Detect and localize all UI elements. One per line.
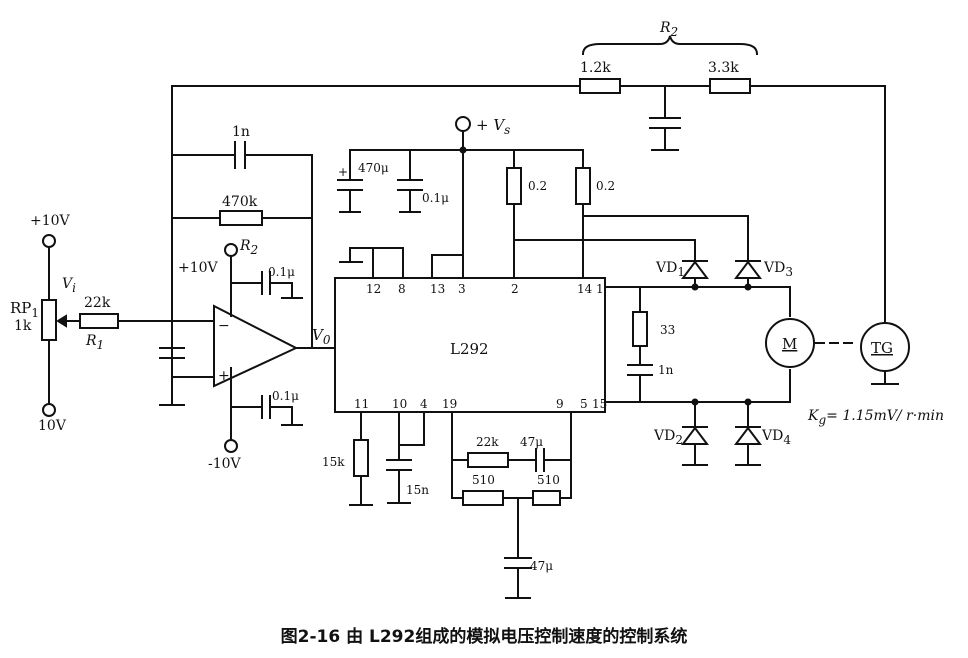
opamp-pos-supply-terminal bbox=[224, 243, 238, 257]
r2b-value: 3.3k bbox=[708, 60, 739, 76]
vi-label: Vi bbox=[62, 276, 76, 295]
vs-node bbox=[459, 146, 467, 154]
c01u-bot-value: 0.1μ bbox=[272, 389, 299, 403]
resistor-15k bbox=[353, 439, 369, 477]
vd3-label: VD3 bbox=[763, 260, 793, 279]
pin-3: 3 bbox=[458, 282, 466, 296]
input-network: +10V 10V RP1 1k Vi 22k R1 bbox=[10, 213, 215, 434]
r2-label: R2 bbox=[659, 20, 678, 39]
resistor-510a bbox=[462, 490, 504, 506]
wiper-arrow bbox=[56, 314, 67, 328]
figure-caption: 图2-16 由 L292组成的模拟电压控制速度的控制系统 bbox=[280, 627, 688, 647]
r22k-comp-value: 22k bbox=[476, 435, 499, 449]
c1n-snub-value: 1n bbox=[658, 363, 674, 377]
resistor-r2b bbox=[709, 78, 751, 94]
r15k-value: 15k bbox=[322, 455, 345, 469]
plus-sign-470u: + bbox=[338, 165, 348, 179]
opamp-neg-supply-terminal bbox=[224, 439, 238, 453]
diode-vd3 bbox=[734, 260, 762, 279]
r1-label: R1 bbox=[85, 333, 104, 352]
resistor-33 bbox=[632, 311, 648, 347]
c47u-bot-value: 47μ bbox=[530, 559, 553, 573]
opamp-feedback: 1n 470k bbox=[159, 85, 313, 406]
pin-14: 14 bbox=[577, 282, 593, 296]
resistor-r1 bbox=[79, 313, 119, 329]
pin-13: 13 bbox=[430, 282, 445, 296]
plus10v-left-label: +10V bbox=[30, 213, 71, 229]
l292-bottom-network: 15k 15n 22k 47μ 510 510 47μ bbox=[322, 411, 572, 599]
resistor-22k-comp bbox=[467, 452, 509, 468]
rs1-value: 0.2 bbox=[528, 179, 547, 193]
rs2-value: 0.2 bbox=[596, 179, 615, 193]
motor-label: M bbox=[782, 335, 797, 353]
plus10v-terminal bbox=[42, 234, 56, 248]
c01u-top-value: 0.1μ bbox=[268, 265, 295, 279]
l292-name: L292 bbox=[450, 340, 489, 358]
pin-12: 12 bbox=[366, 282, 381, 296]
l292-ic: L292 12 8 13 3 2 14 1 11 10 4 19 9 5 15 bbox=[334, 247, 607, 413]
r470k-value: 470k bbox=[222, 194, 258, 210]
rp1-value: 1k bbox=[14, 318, 32, 334]
resistor-510b bbox=[532, 490, 561, 506]
r2a-value: 1.2k bbox=[580, 60, 611, 76]
c15n-value: 15n bbox=[406, 483, 429, 497]
opamp-minus10v-label: -10V bbox=[208, 456, 242, 472]
pin-1: 1 bbox=[596, 282, 604, 296]
c470u-value: 470μ bbox=[358, 161, 389, 175]
v0-label: V0 bbox=[312, 326, 331, 347]
r510a-value: 510 bbox=[472, 473, 495, 487]
c1n-top-value: 1n bbox=[232, 124, 250, 140]
vs-label: + Vs bbox=[476, 116, 510, 137]
output-bridge: VD1 VD3 VD2 VD4 33 1n M TG bbox=[604, 251, 944, 466]
pin-19: 19 bbox=[442, 397, 457, 411]
opamp-minus-sign: − bbox=[218, 318, 230, 334]
pin-11: 11 bbox=[354, 397, 369, 411]
pin-4: 4 bbox=[420, 397, 428, 411]
r2-feedback-network: R2 1.2k 3.3k bbox=[171, 20, 886, 324]
potentiometer-rp1 bbox=[41, 299, 57, 341]
opamp-r2-label: R2 bbox=[239, 238, 258, 257]
vd4-label: VD4 bbox=[761, 428, 791, 447]
opamp-symbol bbox=[213, 304, 299, 388]
minus10v-left-label: 10V bbox=[38, 418, 67, 434]
c47u-comp-value: 47μ bbox=[520, 435, 543, 449]
r1-value: 22k bbox=[84, 295, 111, 311]
diode-vd1 bbox=[681, 260, 709, 279]
resistor-r2a bbox=[579, 78, 621, 94]
pin-10: 10 bbox=[392, 397, 407, 411]
r510b-value: 510 bbox=[537, 473, 560, 487]
kg-label: Kg= 1.15mV/ r·min bbox=[807, 408, 944, 427]
opamp: − + V0 6 +10V R2 0.1μ -10V 0.1μ bbox=[171, 238, 349, 472]
c01u-vs-value: 0.1μ bbox=[422, 191, 449, 205]
diode-vd2 bbox=[681, 426, 709, 445]
minus10v-terminal bbox=[42, 403, 56, 417]
opamp-plus10v-label: +10V bbox=[178, 260, 219, 276]
opamp-plus-sign: + bbox=[218, 368, 230, 384]
resistor-sense-1 bbox=[506, 167, 522, 205]
pin-2: 2 bbox=[511, 282, 519, 296]
resistor-470k bbox=[219, 210, 263, 226]
l292-body bbox=[334, 277, 606, 413]
rp1-label: RP1 bbox=[10, 299, 39, 320]
r33-value: 33 bbox=[660, 323, 675, 337]
vs-supply: + Vs + 470μ 0.1μ 0.2 0.2 bbox=[337, 116, 749, 279]
diode-vd4 bbox=[734, 426, 762, 445]
pin-5: 5 bbox=[580, 397, 588, 411]
pin-9: 9 bbox=[556, 397, 564, 411]
circuit-schematic: R2 1.2k 3.3k 1n 470k +10V 10V RP1 1k Vi bbox=[10, 20, 944, 599]
vd2-label: VD2 bbox=[653, 428, 683, 447]
pin-15: 15 bbox=[592, 397, 607, 411]
motor bbox=[765, 318, 815, 368]
resistor-sense-2 bbox=[575, 167, 591, 205]
vs-terminal bbox=[455, 116, 471, 132]
vd1-label: VD1 bbox=[655, 260, 685, 279]
pin-8: 8 bbox=[398, 282, 406, 296]
tg-label: TG bbox=[871, 339, 893, 357]
